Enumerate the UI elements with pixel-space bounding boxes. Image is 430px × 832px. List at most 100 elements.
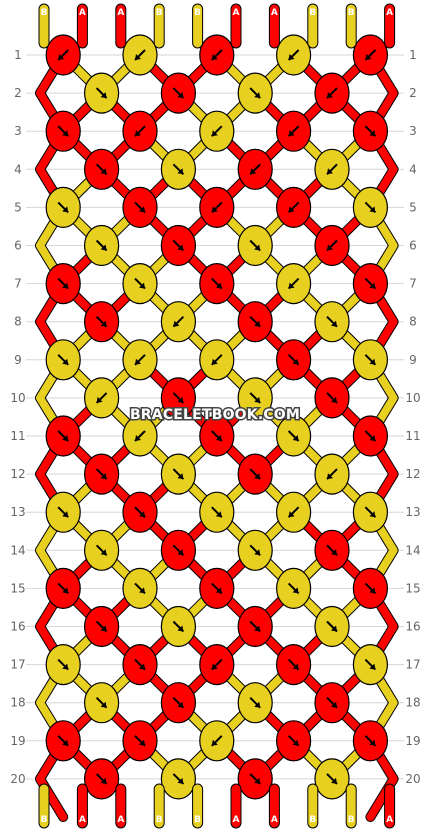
knot-arrowhead-icon: [288, 206, 295, 213]
row-label-left: 4: [14, 162, 22, 176]
knot-arrowhead-icon: [288, 54, 295, 60]
knot-arrowhead-icon: [288, 511, 295, 518]
thread-end: [153, 783, 165, 829]
knot-arrowhead-icon: [177, 244, 184, 251]
knot-arrowhead-icon: [135, 435, 141, 441]
knot-arrowhead-icon: [100, 244, 107, 251]
knot-arrowhead-icon: [215, 587, 222, 594]
thread-end: [38, 783, 50, 829]
thread-end: [268, 3, 280, 49]
knot-arrowhead-icon: [292, 358, 299, 365]
thread-end-label: B: [156, 815, 163, 825]
row-label-left: 8: [14, 315, 22, 329]
row-label-right: 12: [405, 467, 420, 481]
knot-arrowhead-icon: [62, 587, 69, 594]
thread-end: [307, 783, 319, 829]
knot-arrowhead-icon: [331, 777, 337, 784]
knot-arrowhead-icon: [177, 701, 184, 708]
knot-arrowhead-icon: [254, 777, 261, 784]
thread-end-label: B: [348, 8, 355, 18]
knot-arrowhead-icon: [135, 358, 141, 365]
row-label-right: 6: [409, 239, 417, 253]
knot-arrowhead-icon: [327, 473, 333, 480]
knot-arrowhead-icon: [62, 130, 69, 137]
knot-arrowhead-icon: [96, 396, 103, 403]
knot-arrowhead-icon: [254, 549, 261, 556]
thread-end: [384, 783, 396, 829]
knot-arrowhead-icon: [211, 130, 218, 137]
knot-arrowhead-icon: [369, 511, 376, 518]
knot-arrowhead-icon: [369, 282, 376, 289]
knot-arrowhead-icon: [369, 130, 376, 137]
knot-arrowhead-icon: [327, 168, 333, 175]
row-label-right: 15: [405, 581, 420, 595]
thread-end-label: A: [386, 815, 393, 825]
row-label-right: 5: [409, 200, 417, 214]
knot-arrowhead-icon: [177, 777, 184, 784]
knot-arrowhead-icon: [254, 625, 261, 632]
row-label-right: 20: [405, 772, 420, 786]
knot-arrowhead-icon: [177, 473, 184, 480]
thread-end: [268, 783, 280, 829]
knot-arrowhead-icon: [62, 739, 69, 746]
row-label-right: 7: [409, 277, 417, 291]
knot-arrowhead-icon: [331, 625, 337, 632]
thread-end-label: A: [117, 8, 124, 18]
thread-end: [307, 3, 319, 49]
thread-end-label: A: [79, 8, 86, 18]
knot-arrowhead-icon: [62, 511, 69, 518]
knot-arrowhead-icon: [327, 92, 333, 99]
knot-arrowhead-icon: [292, 663, 299, 670]
row-label-left: 14: [10, 543, 25, 557]
knot-arrowhead-icon: [327, 244, 333, 251]
knot-arrowhead-icon: [211, 739, 218, 746]
thread-end-label: A: [233, 815, 240, 825]
row-label-left: 10: [10, 391, 25, 405]
thread-end-label: B: [156, 8, 163, 18]
knot-arrowhead-icon: [62, 206, 69, 213]
knot-arrowhead-icon: [177, 92, 184, 99]
knot-arrowhead-icon: [139, 282, 145, 289]
row-label-left: 1: [14, 48, 22, 62]
row-label-right: 16: [405, 620, 420, 634]
thread-end-label: A: [271, 8, 278, 18]
knot-arrowhead-icon: [177, 625, 184, 632]
thread-end: [115, 3, 127, 49]
knot-arrowhead-icon: [100, 701, 107, 708]
row-label-left: 20: [10, 772, 25, 786]
knot-arrowhead-icon: [62, 435, 69, 441]
knot-arrowhead-icon: [62, 358, 69, 365]
knot-arrowhead-icon: [331, 549, 337, 556]
knot-arrowhead-icon: [215, 282, 222, 289]
knot-arrowhead-icon: [211, 54, 218, 60]
knot-arrowhead-icon: [211, 206, 218, 213]
knot-arrowhead-icon: [369, 206, 376, 213]
knot-arrowhead-icon: [100, 473, 107, 480]
knot-arrowhead-icon: [369, 587, 376, 594]
knot-arrowhead-icon: [369, 435, 376, 441]
knot-arrowhead-icon: [100, 625, 107, 632]
knot-arrowhead-icon: [254, 396, 261, 403]
row-label-left: 7: [14, 277, 22, 291]
knot-arrowhead-icon: [254, 473, 261, 480]
row-label-left: 17: [10, 658, 25, 672]
knot-arrowhead-icon: [100, 320, 107, 327]
knot-arrowhead-icon: [292, 435, 299, 441]
row-label-left: 5: [14, 200, 22, 214]
thread-end: [230, 3, 242, 49]
thread-end-label: A: [79, 815, 86, 825]
knot-arrowhead-icon: [369, 739, 376, 746]
knot-arrowhead-icon: [288, 282, 295, 289]
knot-arrowhead-icon: [369, 663, 376, 670]
watermark-text: BRACELETBOOK.COM: [130, 407, 300, 423]
knot-arrowhead-icon: [211, 663, 218, 670]
thread-end: [345, 783, 357, 829]
thread-end-label: B: [309, 8, 316, 18]
knot-arrowhead-icon: [62, 663, 69, 670]
thread-end: [384, 3, 396, 49]
thread-end-label: B: [41, 8, 48, 18]
row-label-right: 13: [405, 505, 420, 519]
row-label-right: 11: [405, 429, 420, 443]
row-label-right: 19: [405, 734, 420, 748]
